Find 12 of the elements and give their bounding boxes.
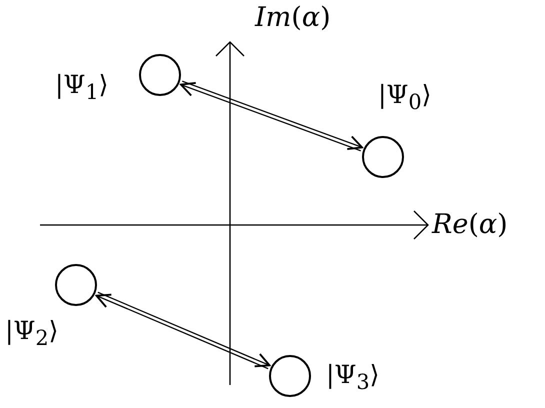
axis-label: Re(α)	[432, 211, 508, 238]
state-label: |Ψ$_{1}$⟩	[55, 72, 108, 103]
state-label: |Ψ$_{0}$⟩	[378, 82, 432, 113]
state-circle	[362, 136, 404, 178]
double-arrow	[96, 292, 270, 370]
double-arrow	[180, 80, 363, 152]
state-label: |Ψ$_{3}$⟩	[326, 362, 380, 393]
axis-label: Im(α)	[255, 4, 331, 31]
state-circle	[269, 355, 311, 397]
state-label: |Ψ$_{2}$⟩	[5, 318, 58, 349]
state-circle	[139, 54, 181, 96]
state-circle	[55, 264, 97, 306]
